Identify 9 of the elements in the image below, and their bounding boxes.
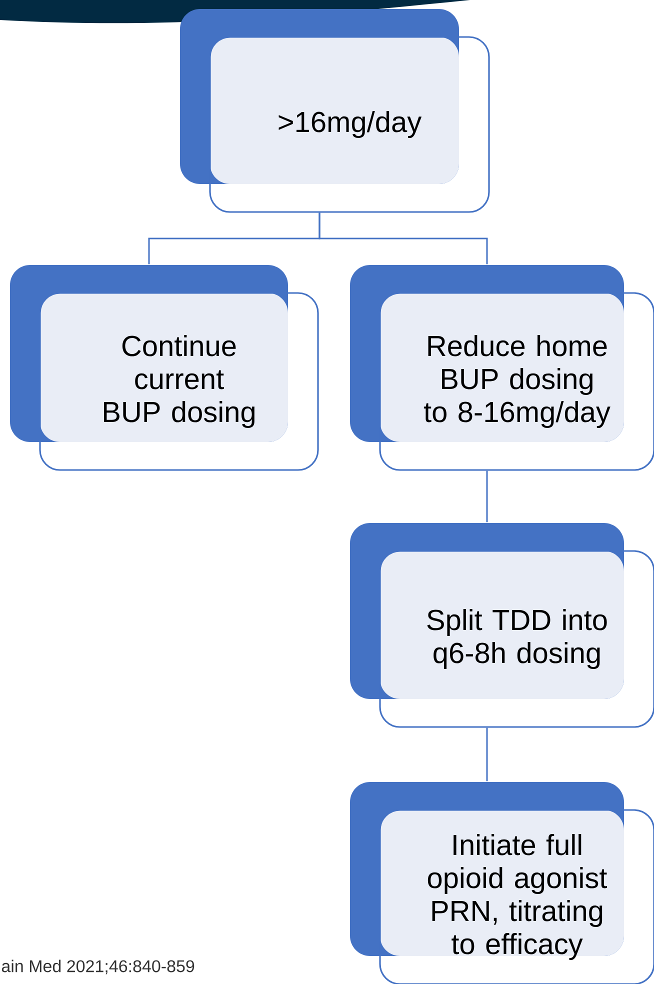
process-box: Split TDD into q6-8h dosing bbox=[350, 523, 654, 728]
process-box: Continue current BUP dosing bbox=[10, 265, 319, 471]
connector-line bbox=[486, 470, 488, 522]
citation-text: ain Med 2021;46:840-859 bbox=[2, 960, 194, 974]
process-box: Initiate full opioid agonist PRN, titrating to efficacy bbox=[350, 782, 654, 984]
connector-line bbox=[318, 212, 488, 264]
connector-line bbox=[486, 728, 488, 782]
process-box: Reduce home BUP dosing to 8-16mg/day bbox=[350, 265, 654, 471]
process-box: >16mg/day bbox=[180, 9, 490, 213]
